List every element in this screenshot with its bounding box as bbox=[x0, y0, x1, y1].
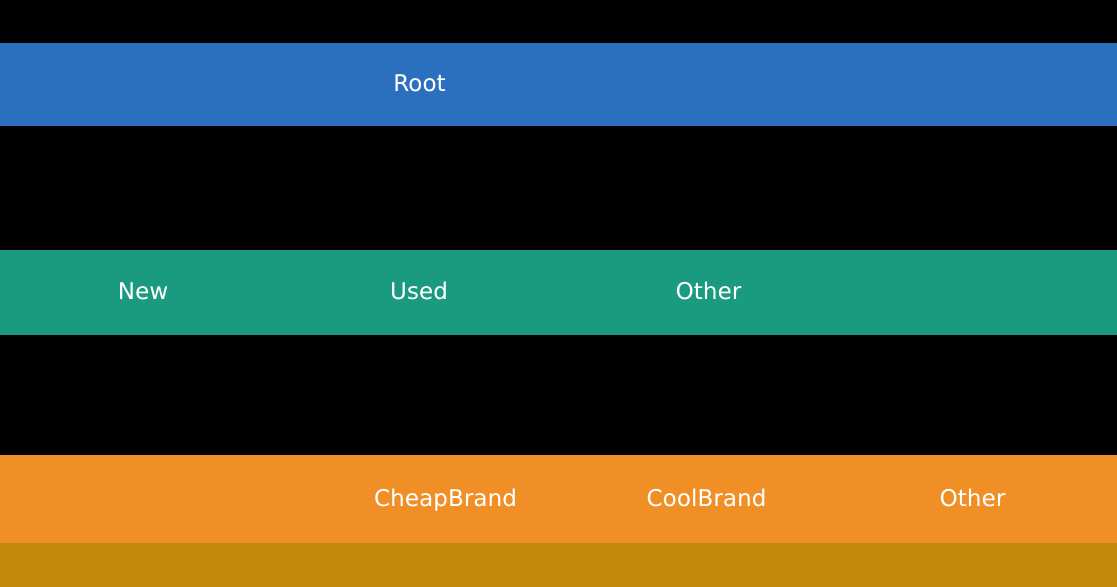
node-other[interactable]: Other bbox=[607, 250, 810, 335]
node-spacer-0-2[interactable] bbox=[521, 43, 1117, 126]
node-new[interactable]: New bbox=[44, 250, 242, 335]
node-spacer-1-4[interactable] bbox=[520, 250, 607, 335]
node-spacer-0-0[interactable] bbox=[0, 43, 318, 126]
node-label: CheapBrand bbox=[374, 485, 517, 512]
node-spacer-2-6[interactable] bbox=[1074, 455, 1117, 543]
node-cheapbrand[interactable]: CheapBrand bbox=[345, 455, 546, 543]
node-spacer-2-2[interactable] bbox=[546, 455, 607, 543]
node-used[interactable]: Used bbox=[318, 250, 520, 335]
condition-level: New Used Other bbox=[0, 250, 1117, 335]
node-spacer-2-4[interactable] bbox=[806, 455, 871, 543]
node-label: Other bbox=[675, 279, 742, 305]
node-spacer-1-0[interactable] bbox=[0, 250, 44, 335]
root-level: Root bbox=[0, 43, 1117, 126]
node-root[interactable]: Root bbox=[318, 43, 521, 126]
node-coolbrand[interactable]: CoolBrand bbox=[607, 455, 806, 543]
node-label: Used bbox=[390, 279, 448, 305]
node-other[interactable]: Other bbox=[871, 455, 1074, 543]
leaf-level bbox=[0, 543, 1117, 587]
node-spacer-1-6[interactable] bbox=[810, 250, 1117, 335]
node-label: Other bbox=[939, 485, 1006, 512]
node-spacer-2-0[interactable] bbox=[0, 455, 345, 543]
node-spacer-3-0[interactable] bbox=[0, 543, 1117, 587]
node-spacer-1-2[interactable] bbox=[242, 250, 318, 335]
node-label: Root bbox=[393, 71, 446, 97]
node-label: CoolBrand bbox=[646, 485, 767, 512]
node-label: New bbox=[117, 279, 169, 305]
brand-level: CheapBrand CoolBrand Other bbox=[0, 455, 1117, 543]
